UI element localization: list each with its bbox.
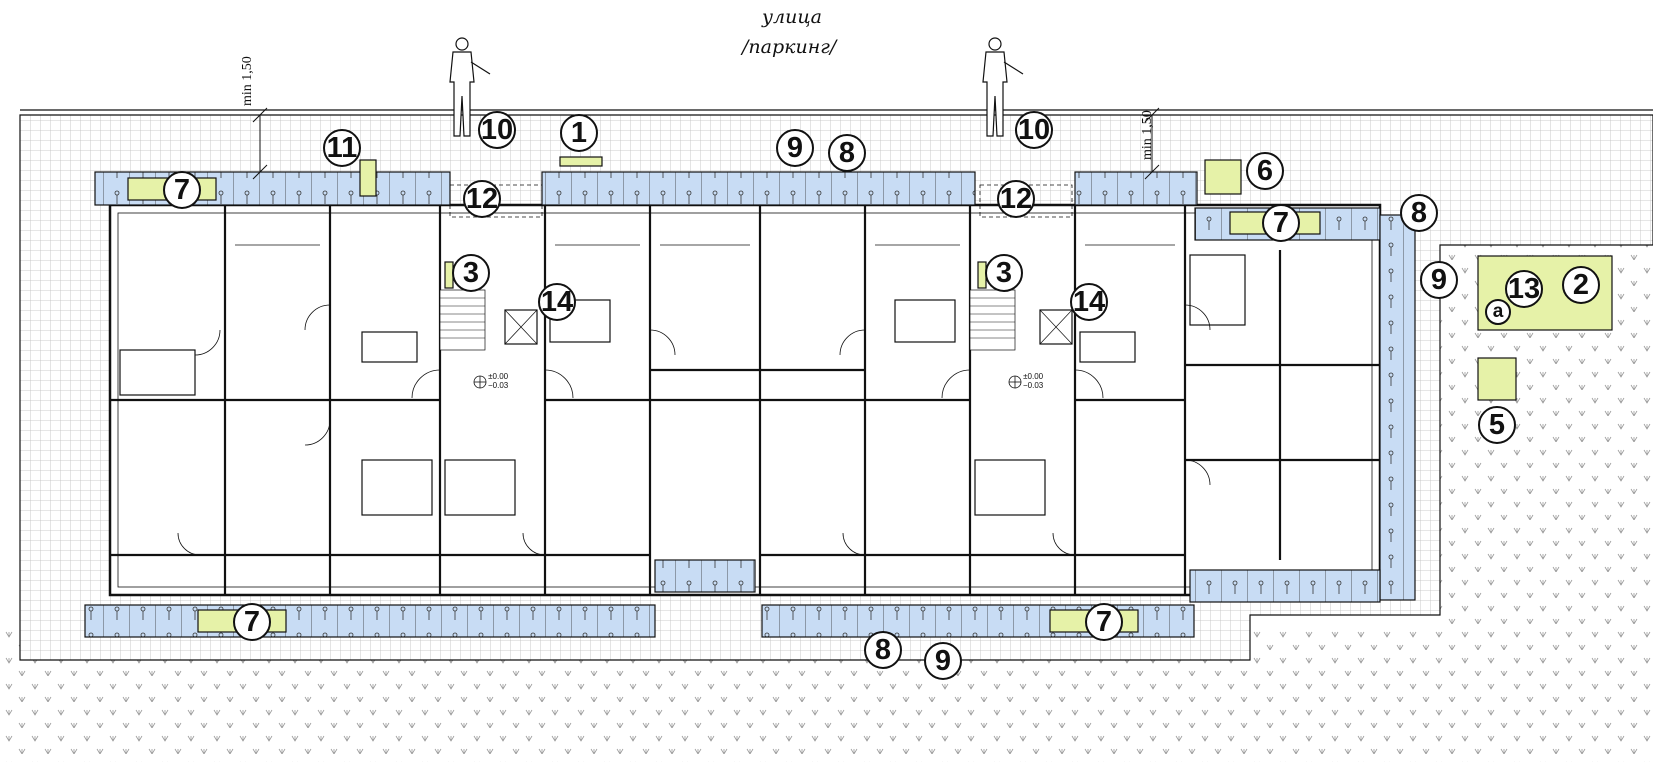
callout-7-bottom-left: 7 (233, 603, 271, 641)
callout-11: 11 (323, 129, 361, 167)
callout-12-left: 12 (463, 180, 501, 218)
callout-7-top-right: 7 (1262, 204, 1300, 242)
callout-3-right: 3 (985, 254, 1023, 292)
callout-9-top: 9 (776, 129, 814, 167)
level-lower: −0.03 (488, 381, 509, 390)
callout-13: 13 (1505, 270, 1543, 308)
parking-label: /паркинг/ (742, 36, 837, 58)
callout-10-left: 10 (478, 111, 516, 149)
callout-8-top: 8 (828, 134, 866, 172)
callout-a: a (1485, 299, 1511, 325)
building-footprint (108, 203, 1382, 597)
callout-10-right: 10 (1015, 111, 1053, 149)
dimension-label-left: min 1,50 (240, 56, 255, 106)
callout-2: 2 (1562, 266, 1600, 304)
callout-8-bottom: 8 (864, 631, 902, 669)
callout-7-bottom-right: 7 (1085, 603, 1123, 641)
callout-1: 1 (560, 114, 598, 152)
level-mark-left: ±0.00 −0.03 (488, 372, 508, 390)
callout-12-right: 12 (997, 180, 1035, 218)
callout-14-left: 14 (538, 283, 576, 321)
dimension-label-right: min 1,50 (1140, 110, 1155, 160)
callout-5: 5 (1478, 406, 1516, 444)
callout-9-right: 9 (1420, 261, 1458, 299)
dimension-lines (252, 107, 1160, 180)
callout-8-right: 8 (1400, 194, 1438, 232)
level-upper: ±0.00 (1023, 372, 1044, 381)
callout-7-top-left: 7 (163, 171, 201, 209)
callout-3-left: 3 (452, 254, 490, 292)
callout-14-right: 14 (1070, 283, 1108, 321)
level-upper: ±0.00 (488, 372, 509, 381)
callout-6: 6 (1246, 152, 1284, 190)
level-lower: −0.03 (1023, 381, 1044, 390)
level-mark-right: ±0.00 −0.03 (1023, 372, 1043, 390)
street-label: улица (762, 6, 822, 28)
person-figure-icon (449, 37, 1024, 137)
callout-9-bottom: 9 (924, 642, 962, 680)
